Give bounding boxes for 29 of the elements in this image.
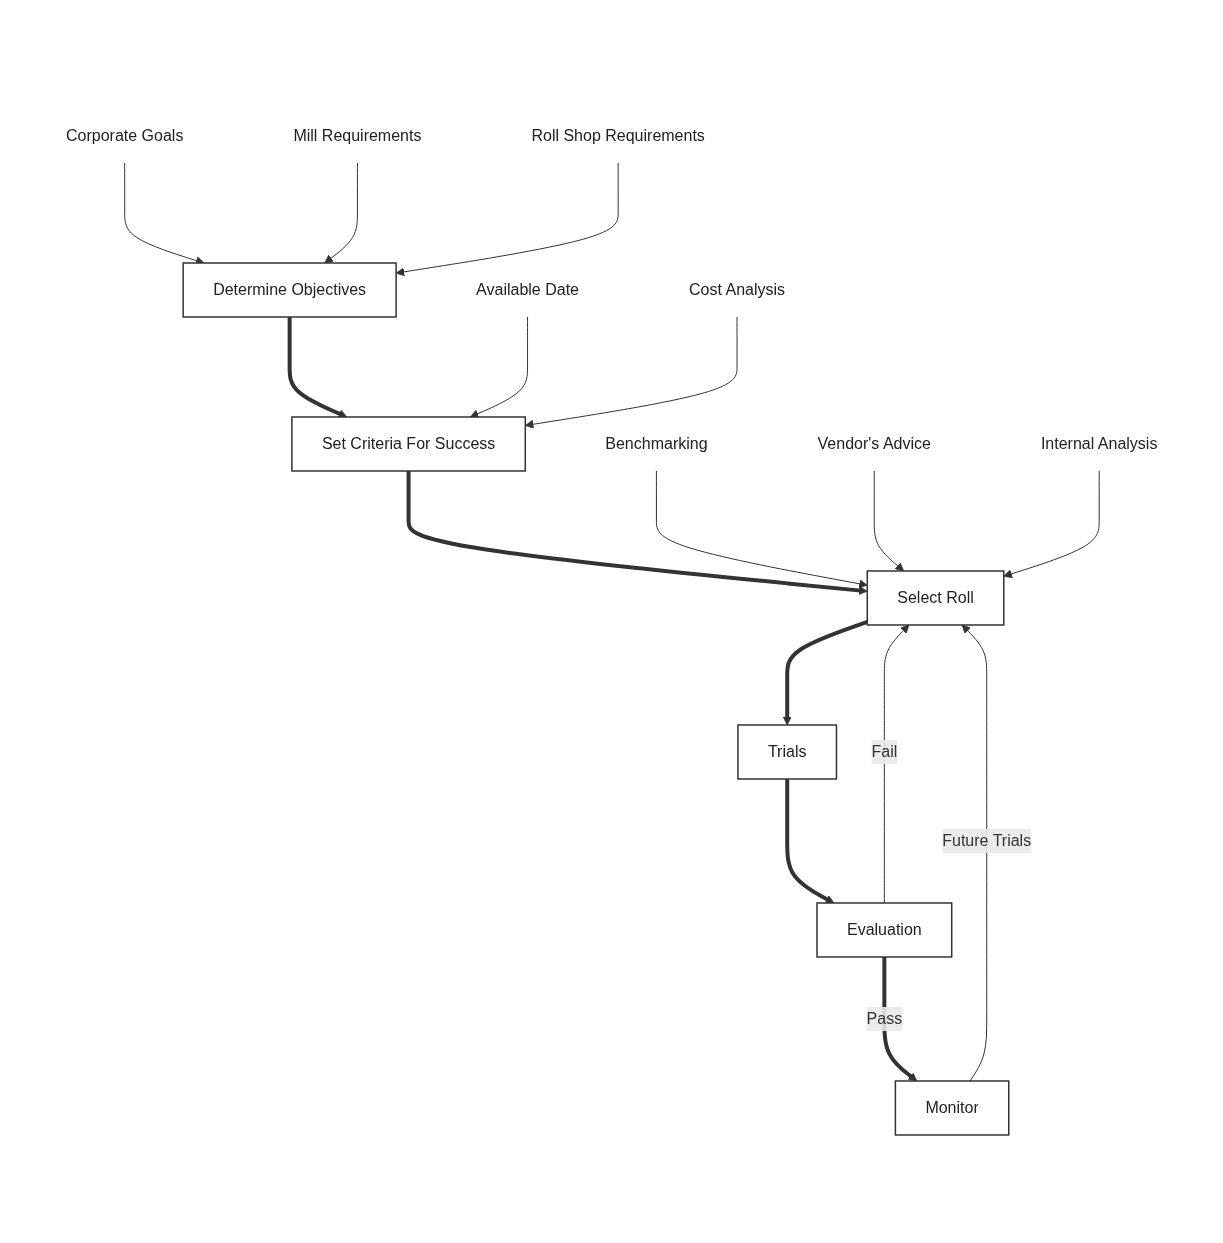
arrow bbox=[395, 162, 619, 276]
node-text: Corporate Goals bbox=[65, 126, 184, 144]
arrow bbox=[1003, 470, 1100, 578]
node-text: Cost Analysis bbox=[688, 280, 785, 298]
node-text: Benchmarking bbox=[605, 434, 708, 452]
node-text: Vendor's Advice bbox=[817, 434, 931, 452]
node-text: Available Date bbox=[475, 280, 579, 298]
node-box: Monitor bbox=[894, 1079, 1010, 1136]
arrow bbox=[883, 624, 910, 903]
arrow bbox=[324, 162, 358, 263]
node-text: Internal Analysis bbox=[1040, 434, 1158, 452]
node-box: Set Criteria For Success bbox=[290, 415, 526, 472]
arrow bbox=[785, 778, 835, 903]
arrow bbox=[655, 470, 868, 588]
node-text: Roll Shop Requirements bbox=[531, 126, 705, 144]
node-text: Mill Requirements bbox=[293, 126, 422, 144]
edge-label: Future Trials bbox=[942, 831, 1031, 849]
arrow bbox=[469, 316, 528, 418]
edge-label: Pass bbox=[866, 1009, 902, 1027]
edge-label: Fail bbox=[871, 742, 898, 760]
node-box: Determine Objectives bbox=[182, 261, 397, 318]
arrow bbox=[406, 470, 868, 595]
arrow bbox=[961, 624, 987, 1081]
node-box: Evaluation bbox=[816, 901, 953, 958]
node-box: Select Roll bbox=[866, 569, 1005, 626]
arrow bbox=[287, 316, 347, 418]
node-box: Trials bbox=[737, 723, 837, 780]
arrow bbox=[873, 470, 904, 571]
arrow bbox=[782, 619, 868, 725]
